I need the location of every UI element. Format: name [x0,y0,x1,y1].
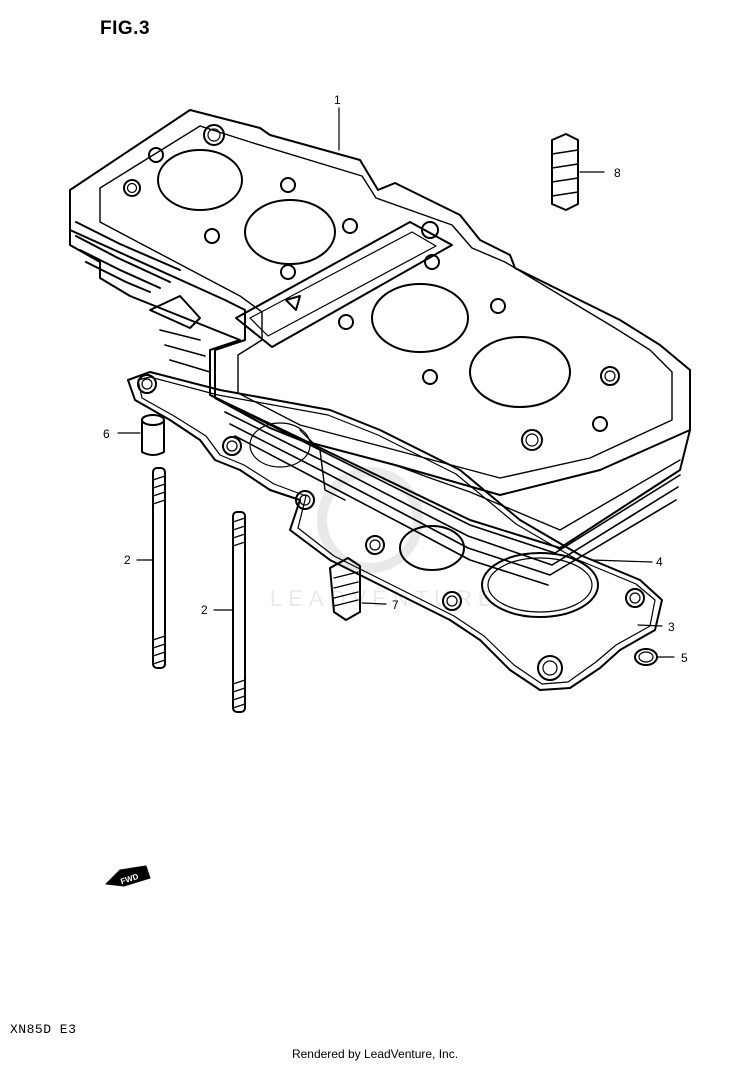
o-ring [481,552,599,618]
callout-5: 5 [681,651,688,665]
svg-text:LEADVENTURE: LEADVENTURE [270,586,499,611]
stopper-rubber-8 [551,133,579,211]
callout-4: 4 [656,555,663,569]
leader-lines [117,107,675,658]
callout-3: 3 [668,620,675,634]
figure-title: FIG.3 [100,18,151,39]
cylinder-block [69,109,691,586]
cylinder-stud-right [232,511,246,713]
dowel-pin [141,414,165,456]
callout-6: 6 [103,427,110,441]
callout-labels: 1 2 2 3 4 5 6 7 8 [103,93,688,665]
cylinder-base-gasket [127,371,663,691]
cylinder-stud-left [152,467,166,669]
forward-arrow-icon: FWD [105,865,151,887]
render-credit: Rendered by LeadVenture, Inc. [291,1047,459,1061]
stopper-rubber-7 [329,557,361,621]
callout-7: 7 [392,598,399,612]
callout-2b: 2 [201,603,208,617]
callout-2a: 2 [124,553,131,567]
model-code: XN85D E3 [10,1022,77,1037]
callout-8: 8 [614,166,621,180]
small-o-ring [634,648,658,666]
callout-1: 1 [334,93,341,107]
